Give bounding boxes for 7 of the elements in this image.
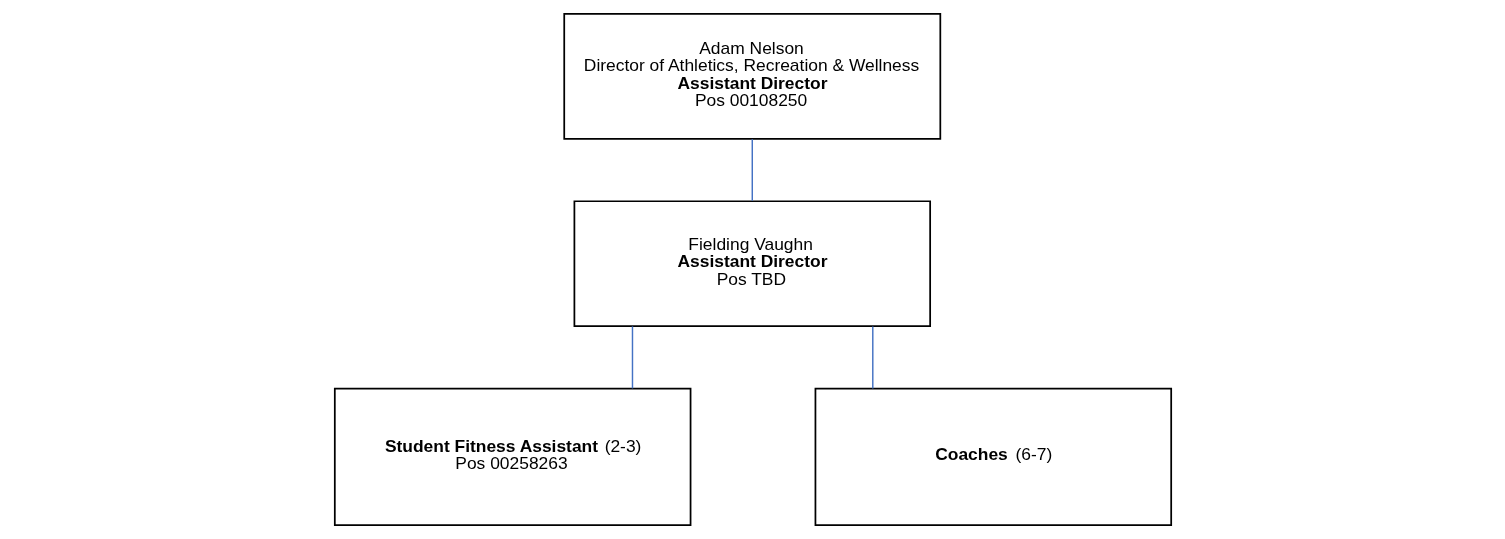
- node-box: Adam Nelson Director of Athletics, Recreation & Wellness Assistant Director Pos 00108250: [562, 13, 941, 140]
- node-box: Coaches (6-7): [814, 387, 1172, 526]
- node-box: Fielding Vaughn Assistant Director Pos TBD: [573, 200, 931, 327]
- connector: [871, 325, 873, 390]
- node-box: Student Fitness Assistant (2-3) Pos 00258263: [333, 387, 691, 526]
- connector: [631, 325, 633, 390]
- connector: [751, 138, 753, 202]
